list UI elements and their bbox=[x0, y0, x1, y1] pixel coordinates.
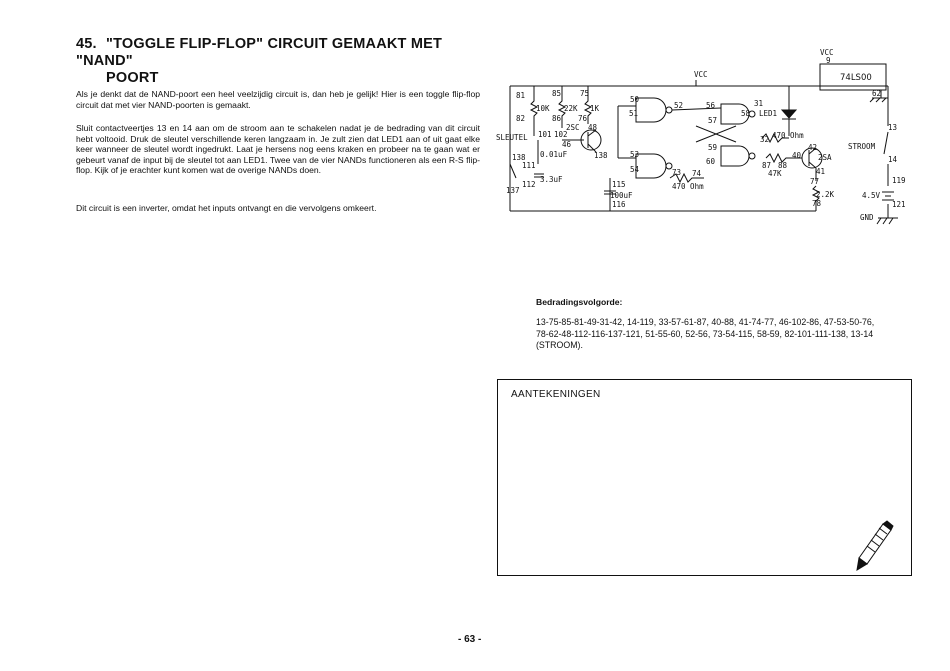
resistor-470-a: 470 Ohm bbox=[772, 131, 804, 140]
pin-40: 40 bbox=[792, 151, 802, 160]
transistor-2sa-label: 2SA bbox=[818, 153, 832, 162]
pin-85: 85 bbox=[552, 89, 561, 98]
pin-82: 82 bbox=[516, 114, 525, 123]
pin-56: 56 bbox=[706, 101, 716, 110]
capacitor-33uf: 3.3uF bbox=[540, 175, 563, 184]
pin-76: 76 bbox=[578, 114, 588, 123]
pin-57: 57 bbox=[708, 116, 717, 125]
notes-label: AANTEKENINGEN bbox=[511, 389, 601, 400]
pin-119: 119 bbox=[892, 176, 906, 185]
pin-47: 48 bbox=[588, 123, 598, 132]
page-number: - 63 - bbox=[458, 634, 482, 645]
pin-46: 46 bbox=[562, 140, 572, 149]
pin-138: 138 bbox=[512, 153, 526, 162]
pin-53: 53 bbox=[630, 150, 639, 159]
key-label: SLEUTEL bbox=[496, 133, 528, 142]
pin-77: 77 bbox=[810, 177, 819, 186]
section-heading: 45."TOGGLE FLIP-FLOP" CIRCUIT GEMAAKT ME… bbox=[76, 36, 496, 87]
resistor-1k: 1K bbox=[590, 104, 600, 113]
circuit-schematic: VCC 81 85 75 10K 22K 1K 82 86 76 2SC 48 … bbox=[496, 48, 906, 225]
gnd-label: GND bbox=[860, 213, 874, 222]
pin-111: 111 bbox=[522, 161, 536, 170]
pin-137: 137 bbox=[506, 186, 520, 195]
pin-54: 54 bbox=[630, 165, 640, 174]
pin-50: 50 bbox=[630, 95, 640, 104]
section-number: 45. bbox=[76, 36, 97, 52]
pin-101: 101 bbox=[538, 130, 552, 139]
pin-52: 52 bbox=[674, 101, 683, 110]
pin-59: 59 bbox=[708, 143, 717, 152]
capacitor-100uf: 100uF bbox=[610, 191, 633, 200]
power-switch-label: STROOM bbox=[848, 142, 876, 151]
pin-88: 88 bbox=[778, 161, 788, 170]
pin-62: 62 bbox=[872, 89, 881, 98]
wiring-title: Bedradingsvolgorde: bbox=[536, 297, 623, 307]
ic-vcc-label: VCC bbox=[820, 48, 834, 57]
inverter-paragraph: Dit circuit is een inverter, omdat het i… bbox=[76, 203, 377, 213]
pin-78: 78 bbox=[812, 199, 822, 208]
heading-line-2: POORT bbox=[106, 70, 159, 86]
pin-74: 74 bbox=[692, 169, 702, 178]
pin-14: 14 bbox=[888, 155, 898, 164]
pin-112: 112 bbox=[522, 180, 536, 189]
heading-line-1: "TOGGLE FLIP-FLOP" CIRCUIT GEMAAKT MET "… bbox=[76, 36, 443, 69]
pin-31: 31 bbox=[754, 99, 763, 108]
pin-87: 87 bbox=[762, 161, 771, 170]
resistor-470-b: 470 Ohm bbox=[672, 182, 704, 191]
resistor-10k: 10K bbox=[536, 104, 550, 113]
vcc-label: VCC bbox=[694, 70, 708, 79]
wiring-sequence: 13-75-85-81-49-31-42, 14-119, 33-57-61-8… bbox=[536, 317, 875, 351]
pin-58: 58 bbox=[741, 109, 751, 118]
pin-51: 51 bbox=[629, 109, 638, 118]
pin-121: 121 bbox=[892, 200, 906, 209]
resistor-2k2: 2.2K bbox=[816, 190, 835, 199]
pin-9: 9 bbox=[826, 56, 831, 65]
pin-81: 81 bbox=[516, 91, 525, 100]
pin-115: 115 bbox=[612, 180, 626, 189]
resistor-22k: 22K bbox=[564, 104, 578, 113]
pin-75: 75 bbox=[580, 89, 589, 98]
pin-42: 42 bbox=[808, 143, 817, 152]
notes-box: AANTEKENINGEN bbox=[497, 379, 912, 576]
pin-102: 102 bbox=[554, 130, 568, 139]
pin-41: 41 bbox=[816, 167, 825, 176]
pin-32: 32 bbox=[760, 135, 769, 144]
pin-13: 13 bbox=[888, 123, 897, 132]
pin-60: 60 bbox=[706, 157, 716, 166]
pin-48: 138 bbox=[594, 151, 608, 160]
capacitor-001uf: 0.01uF bbox=[540, 150, 568, 159]
led1-label: LED1 bbox=[759, 109, 777, 118]
battery-voltage: 4.5V bbox=[862, 191, 881, 200]
pin-116: 116 bbox=[612, 200, 626, 209]
pin-73: 73 bbox=[672, 168, 681, 177]
pencil-icon bbox=[856, 520, 894, 571]
transistor-2sc-label: 2SC bbox=[566, 123, 580, 132]
pin-86: 86 bbox=[552, 114, 562, 123]
ic-74ls00-label: 74LS00 bbox=[840, 73, 872, 83]
intro-paragraph: Als je denkt dat de NAND-poort een heel … bbox=[76, 89, 480, 110]
resistor-47k: 47K bbox=[768, 169, 782, 178]
instructions-paragraph: Sluit contactveertjes 13 en 14 aan om de… bbox=[76, 123, 480, 176]
